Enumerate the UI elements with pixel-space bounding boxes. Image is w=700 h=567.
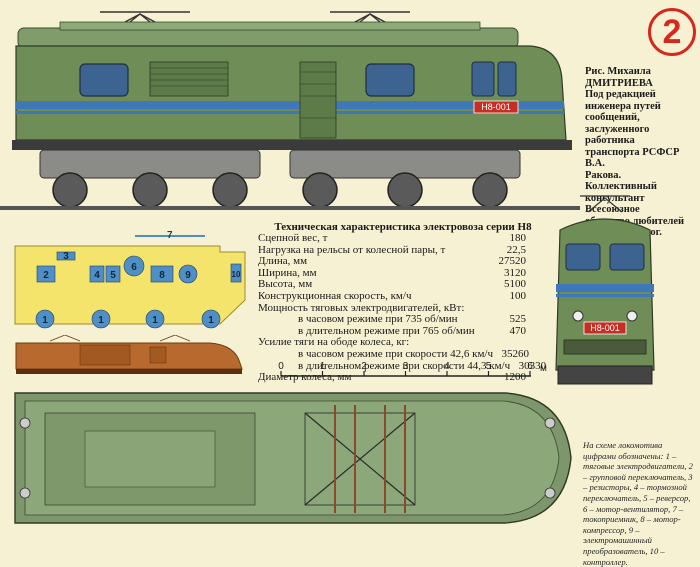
- spec-row-label: Высота, мм: [258, 278, 313, 291]
- motor-1a: [35, 309, 55, 329]
- spec-row: в длительном режиме при 765 об/мин 470: [258, 324, 527, 338]
- motor-1d: [201, 309, 221, 329]
- spec-row: Диаметр колеса, мм 1200: [258, 372, 526, 384]
- spec-row: Ширина, мм 3120: [258, 266, 526, 280]
- spec-row-value: 35260: [501, 347, 530, 360]
- svg-text:10: 10: [232, 270, 241, 279]
- spec-row-label: Диаметр колеса, мм: [258, 371, 352, 384]
- component-6: [123, 255, 145, 277]
- scale-label: 5: [486, 361, 492, 372]
- side-window-2: [365, 63, 415, 97]
- component-3: [56, 251, 76, 261]
- svg-text:9: 9: [185, 270, 191, 281]
- svg-text:1: 1: [98, 315, 104, 326]
- spec-row: в длительном режиме при скорости 44,3 км…: [258, 359, 546, 373]
- label-7: 7: [167, 230, 173, 241]
- spec-row-label: в часовом режиме при 735 об/мин: [298, 313, 458, 326]
- component-2: [36, 265, 56, 283]
- component-8: [150, 265, 174, 283]
- svg-text:3: 3: [63, 251, 69, 262]
- spec-row-label: Ширина, мм: [258, 266, 317, 279]
- louvre-grille: [149, 61, 337, 139]
- cab-window-2: [497, 61, 517, 97]
- svg-text:1: 1: [208, 315, 214, 326]
- spec-row-label: Мощность тяговых электродвигателей, кВт:: [258, 301, 465, 314]
- component-schematic: 7 2 3 4 5 6 8 9 10 1 1 1 1: [14, 230, 246, 329]
- svg-text:4: 4: [94, 270, 100, 281]
- spec-row-label: в длительном режиме при 765 об/мин: [298, 324, 475, 337]
- blue-stripe: [16, 101, 564, 109]
- scale-label: 2: [361, 361, 367, 372]
- spec-row-value: 27520: [498, 255, 527, 268]
- front-number-plate-text: Н8-001: [590, 323, 620, 333]
- spec-title: Техническая характеристика электровоза с…: [274, 221, 532, 233]
- spec-row-label: Усилие тяги на ободе колеса, кг:: [258, 336, 410, 349]
- front-view-illustration: Н8-001: [555, 195, 655, 385]
- spec-row: Высота, мм 5100: [258, 279, 526, 291]
- svg-text:8: 8: [159, 270, 165, 281]
- spec-row-value: 100: [509, 289, 527, 302]
- spec-row-value: 470: [509, 324, 527, 337]
- spec-row: Мощность тяговых электродвигателей, кВт:: [258, 301, 526, 315]
- roof: [17, 27, 519, 49]
- number-plate-text: Н8-001: [481, 102, 511, 112]
- spec-row: Конструкционная скорость, км/ч 100: [258, 289, 527, 303]
- front-number-plate: [583, 321, 627, 335]
- scale-label: 6: [527, 361, 533, 372]
- spec-row-label: в длительном режиме при скорости 44,3 км…: [298, 359, 511, 372]
- spec-row-value: 525: [509, 313, 527, 326]
- svg-text:2: 2: [43, 270, 49, 281]
- side-view-illustration: Н8-001: [0, 11, 580, 210]
- underframe: [12, 140, 572, 150]
- spec-row-value: 30330: [518, 359, 547, 372]
- spec-row-value: 5100: [504, 278, 526, 291]
- number-plate: [473, 100, 519, 114]
- spec-row-label: Нагрузка на рельсы от колесной пары, т: [258, 243, 446, 256]
- spec-row-value: 22,5: [506, 243, 526, 256]
- cab-window-1: [471, 61, 495, 97]
- motor-1c: [145, 309, 165, 329]
- scale-label: 1: [320, 361, 326, 372]
- spec-row: Нагрузка на рельсы от колесной пары, т 22…: [258, 243, 526, 257]
- side-window-1: [79, 63, 129, 97]
- spec-row-value: 1200: [504, 371, 526, 384]
- svg-text:1: 1: [42, 315, 48, 326]
- svg-text:6: 6: [131, 262, 137, 273]
- motor-1b: [91, 309, 111, 329]
- spec-row: Сцепной вес, т 180: [258, 232, 527, 245]
- scale-label: 0: [278, 361, 284, 372]
- svg-text:1: 1: [152, 315, 158, 326]
- component-4: [89, 265, 105, 283]
- scale-model-illustration: [15, 335, 243, 374]
- scale-label: 4: [444, 361, 450, 372]
- spec-row: Усилие тяги на ободе колеса, кг:: [258, 337, 526, 349]
- spec-row-label: в часовом режиме при скорости 42,6 км/ч: [298, 347, 494, 360]
- spec-row: Длина, мм 27520: [258, 256, 526, 268]
- spec-row-label: Конструкционная скорость, км/ч: [258, 289, 412, 302]
- figure-number-badge: 2: [648, 8, 696, 56]
- spec-row: в часовом режиме при 735 об/мин 525: [258, 314, 526, 326]
- component-9: [178, 264, 198, 284]
- spec-row: в часовом режиме при скорости 42,6 км/ч 3…: [258, 347, 530, 361]
- component-10: [230, 263, 242, 283]
- rail: [0, 206, 580, 210]
- bogie-rear: [39, 149, 261, 208]
- component-5: [105, 265, 121, 283]
- scale-label: 3: [403, 361, 409, 372]
- bogie-front: [289, 149, 521, 208]
- scale-unit: м: [540, 363, 547, 374]
- top-view-illustration: [14, 392, 572, 524]
- roof-pantograph: [304, 405, 416, 513]
- spec-row-value: 3120: [504, 266, 526, 279]
- legend-text: На схеме локомотива цифрами обозначены: …: [583, 440, 693, 567]
- svg-text:5: 5: [110, 270, 116, 281]
- spec-row-label: Сцепной вес, т: [258, 232, 328, 244]
- spec-row-value: 180: [509, 232, 527, 244]
- spec-row-label: Длина, мм: [258, 255, 308, 268]
